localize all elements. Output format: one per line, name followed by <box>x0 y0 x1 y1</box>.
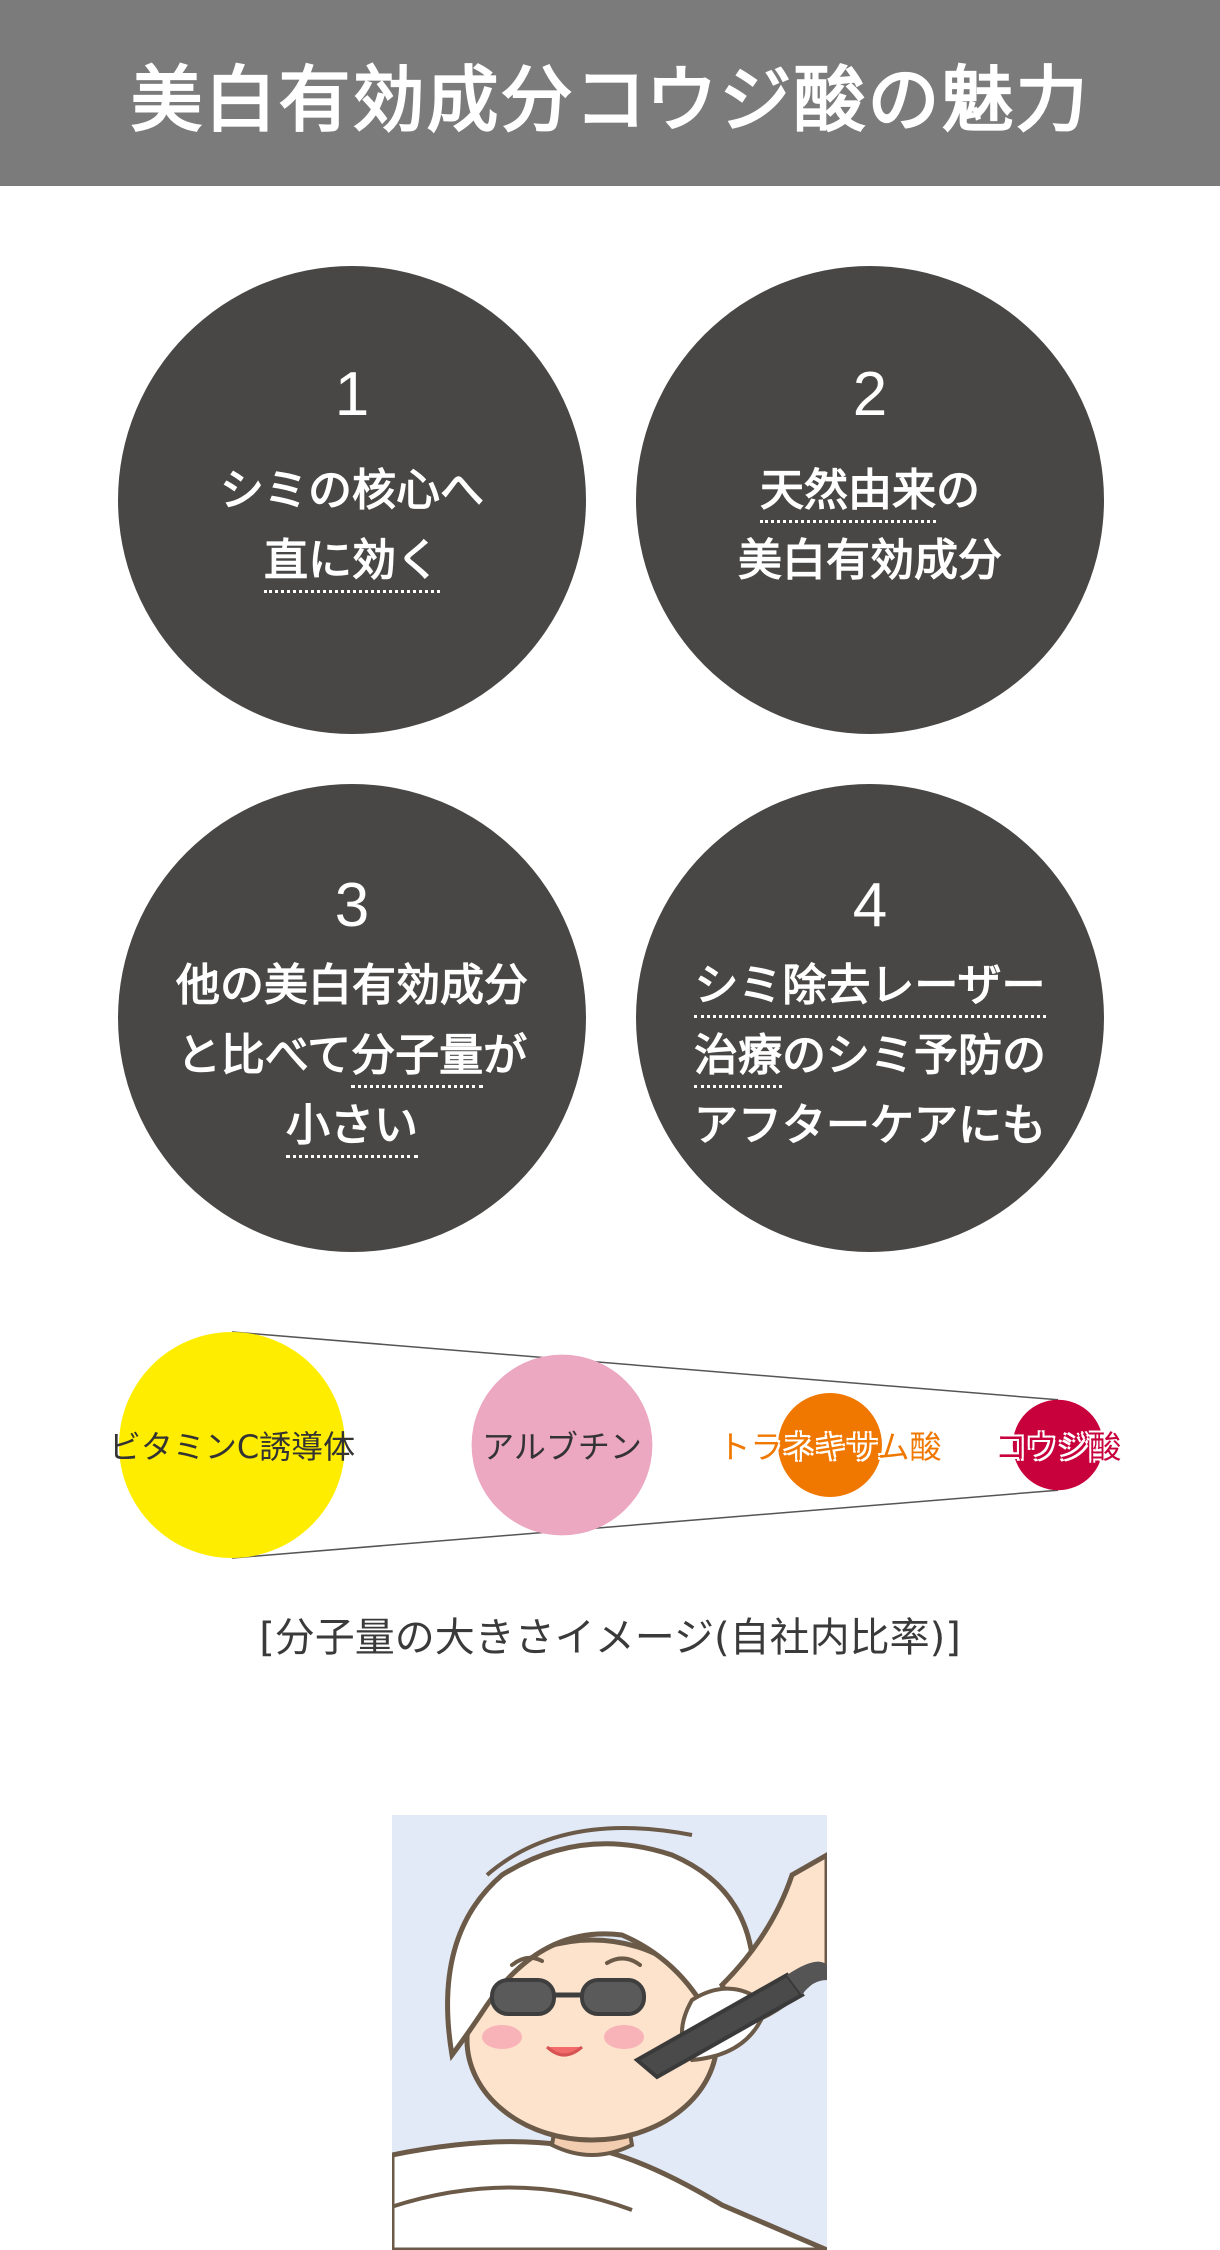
underlined-text: 分子量 <box>351 1030 484 1088</box>
underlined-text: 小さい <box>286 1100 418 1158</box>
feature-text-line: アフターケアにも <box>694 1100 1046 1151</box>
comparison-caption: [分子量の大きさイメージ(自社内比率)] <box>259 1615 961 1661</box>
molecule-circle <box>471 1354 653 1536</box>
page-title: 美白有効成分コウジ酸の魅力 <box>130 57 1090 142</box>
molecule-label: ビタミンC誘導体 <box>108 1428 356 1466</box>
feature-number: 2 <box>852 360 888 429</box>
underlined-text: 直に効く <box>264 535 440 593</box>
feature-number: 3 <box>334 871 370 940</box>
molecule-label: アルブチン <box>482 1428 642 1466</box>
molecular-size-comparison: ビタミンC誘導体 アルブチン トラネキサム酸 コウジ酸 <box>0 1320 1220 1580</box>
feature-circle-4: 4 シミ除去レーザー 治療のシミ予防の アフターケアにも <box>636 784 1104 1252</box>
molecule-circle <box>778 1393 882 1497</box>
funnel-top-line <box>231 1331 1059 1401</box>
molecule-circle <box>119 1332 345 1558</box>
page-header: 美白有効成分コウジ酸の魅力 <box>0 0 1220 186</box>
molecule-circle <box>1012 1399 1104 1491</box>
woman-with-towel-illustration <box>392 1826 827 2250</box>
feature-text-line: 小さい <box>286 1091 418 1161</box>
feature-text-line: 天然由来の <box>760 456 980 526</box>
molecule-label: コウジ酸 <box>994 1428 1122 1466</box>
feature-circle-2: 2 天然由来の 美白有効成分 <box>636 266 1104 734</box>
feature-number: 4 <box>852 871 888 940</box>
feature-text-line: と比べて分子量が <box>177 1021 527 1091</box>
molecule-label: トラネキサム酸 <box>718 1428 942 1466</box>
feature-text-line: 治療のシミ予防の <box>694 1021 1046 1091</box>
molecule-diagram <box>119 1331 1104 1559</box>
underlined-text: 治療 <box>694 1030 782 1088</box>
feature-circle-3: 3 他の美白有効成分 と比べて分子量が 小さい <box>118 784 586 1252</box>
underlined-text: シミ除去レーザー <box>694 960 1046 1018</box>
feature-text-line: シミ除去レーザー <box>694 951 1046 1021</box>
laser-treatment-illustration <box>392 1815 827 2250</box>
feature-number: 1 <box>334 360 370 429</box>
feature-text-line: 美白有効成分 <box>738 535 1002 586</box>
feature-circle-1: 1 シミの核心へ 直に効く <box>118 266 586 734</box>
feature-text-line: 直に効く <box>264 526 440 596</box>
feature-text-line: シミの核心へ <box>220 465 484 516</box>
feature-text-line: 他の美白有効成分 <box>176 960 528 1011</box>
funnel-bottom-line <box>231 1489 1059 1559</box>
underlined-text: 天然由来 <box>760 465 936 523</box>
